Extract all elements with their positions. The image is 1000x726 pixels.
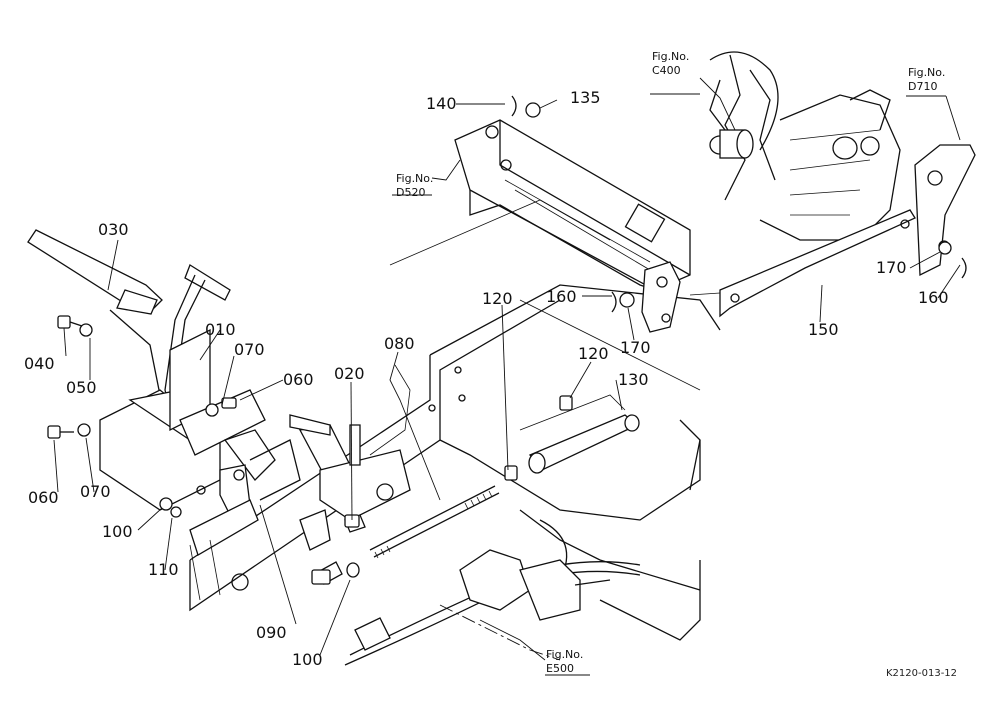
callout-120-lever: 120	[578, 344, 609, 363]
lever-130	[519, 394, 640, 474]
callout-135: 135	[570, 88, 601, 107]
callout-040: 040	[24, 354, 55, 373]
fig-ref-c400: Fig.No. C400	[652, 50, 689, 78]
callout-110: 110	[148, 560, 179, 579]
callout-080: 080	[384, 334, 415, 353]
callout-010: 010	[205, 320, 236, 339]
fig-ref-d710: Fig.No. D710	[908, 66, 945, 94]
fig-ref-d520-code: D520	[396, 186, 426, 199]
fig-ref-d710-label: Fig.No.	[908, 66, 946, 79]
callout-020: 020	[334, 364, 365, 383]
fig-ref-d710-code: D710	[908, 80, 938, 93]
drawing-number: K2120-013-12	[886, 668, 958, 679]
callout-120-rod: 120	[482, 289, 513, 308]
leader-lines	[53, 77, 961, 676]
fig-ref-d520: Fig.No. D520	[396, 172, 433, 200]
callout-030: 030	[98, 220, 129, 239]
callout-130: 130	[618, 370, 649, 389]
fig-ref-e500-code: E500	[546, 662, 574, 675]
callout-060-right: 060	[283, 370, 314, 389]
fig-ref-d520-label: Fig.No.	[396, 172, 434, 185]
hardware	[47, 95, 967, 585]
upper-bracket	[389, 119, 691, 333]
callout-100-bottom: 100	[292, 650, 323, 669]
frame-plate	[189, 284, 721, 641]
callout-150: 150	[808, 320, 839, 339]
callout-170-left: 170	[620, 338, 651, 357]
callout-160-left: 160	[546, 287, 577, 306]
rod-150	[689, 209, 916, 318]
rod-080	[369, 364, 518, 559]
callout-100-left: 100	[102, 522, 133, 541]
callout-090: 090	[256, 623, 287, 642]
cable-area	[344, 549, 641, 666]
fig-ref-e500-label: Fig.No.	[546, 648, 584, 661]
fig-ref-e500: Fig.No. E500	[546, 648, 583, 676]
callout-060-left: 060	[28, 488, 59, 507]
callout-050: 050	[66, 378, 97, 397]
engine-housing	[709, 51, 976, 277]
callout-140: 140	[426, 94, 457, 113]
pedal-assembly	[27, 229, 411, 601]
callout-070-right: 070	[234, 340, 265, 359]
callout-170-right: 170	[876, 258, 907, 277]
callout-160-right: 160	[918, 288, 949, 307]
fig-ref-c400-label: Fig.No.	[652, 50, 690, 63]
callout-070-left: 070	[80, 482, 111, 501]
fig-ref-c400-code: C400	[652, 64, 681, 77]
